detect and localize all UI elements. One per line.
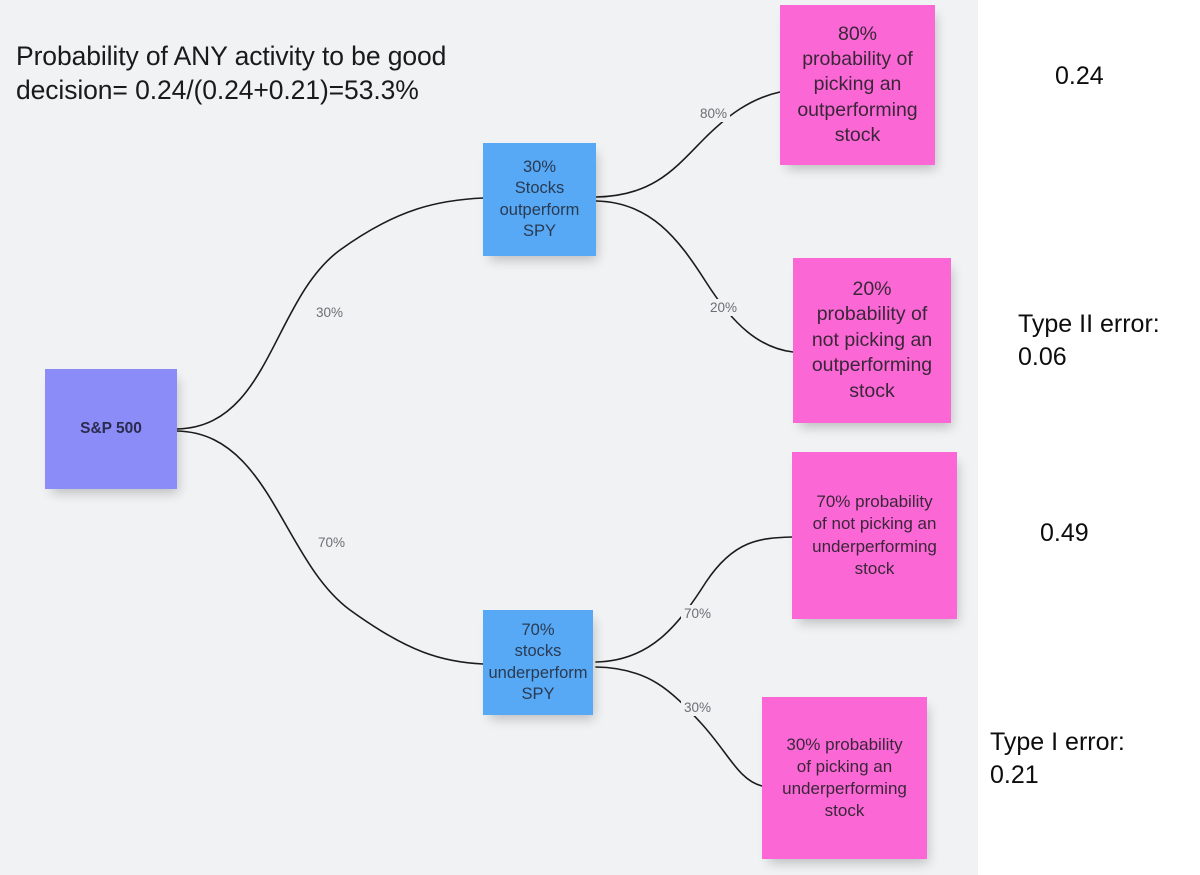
edge-mid-upper-to-leaf-2 <box>595 200 794 353</box>
node-leaf-pick-outperforming[interactable]: 80% probability of picking an outperform… <box>780 5 935 165</box>
node-leaf-miss-outperforming[interactable]: 20% probability of not picking an outper… <box>793 258 951 423</box>
edge-label-mid-lower-to-leaf-3: 70% <box>681 605 715 622</box>
edge-mid-upper-to-leaf-1 <box>595 91 781 198</box>
node-stocks-underperform-label: 70% stocks underperform SPY <box>488 620 588 703</box>
annotation-outcome-1: 0.24 <box>1055 62 1104 90</box>
node-leaf-avoid-underperforming[interactable]: 70% probability of not picking an underp… <box>792 452 957 619</box>
node-stocks-outperform-label: 30% Stocks outperform SPY <box>499 157 580 240</box>
edge-layer <box>176 91 794 787</box>
edge-label-mid-lower-to-leaf-4: 30% <box>681 699 715 716</box>
node-stocks-underperform[interactable]: 70% stocks underperform SPY <box>483 610 593 715</box>
node-leaf-pick-outperforming-label: 80% probability of picking an outperform… <box>797 22 918 147</box>
node-leaf-miss-outperforming-label: 20% probability of not picking an outper… <box>811 278 933 402</box>
edge-root-to-mid-upper <box>176 197 484 430</box>
annotation-outcome-2: Type II error: 0.06 <box>1018 310 1160 371</box>
edge-root-to-mid-lower <box>176 430 484 665</box>
node-leaf-pick-underperforming-label: 30% probability of picking an underperfo… <box>782 734 907 821</box>
annotation-outcome-4: Type I error: 0.21 <box>990 728 1125 789</box>
edge-label-mid-upper-to-leaf-2: 20% <box>707 299 741 316</box>
edge-label-root-to-mid-upper: 30% <box>313 304 347 321</box>
edge-mid-lower-to-leaf-3 <box>595 536 793 663</box>
node-leaf-avoid-underperforming-label: 70% probability of not picking an underp… <box>812 492 937 578</box>
page-title: Probability of ANY activity to be good d… <box>16 41 447 105</box>
edge-label-mid-upper-to-leaf-1: 80% <box>697 105 731 122</box>
annotation-outcome-3: 0.49 <box>1040 519 1089 547</box>
node-stocks-outperform[interactable]: 30% Stocks outperform SPY <box>483 143 596 256</box>
node-root-sp500[interactable]: S&P 500 <box>45 369 177 489</box>
node-leaf-pick-underperforming[interactable]: 30% probability of picking an underperfo… <box>762 697 927 859</box>
edge-mid-lower-to-leaf-4 <box>595 666 763 787</box>
node-root-label: S&P 500 <box>80 420 142 438</box>
edge-label-root-to-mid-lower: 70% <box>315 534 349 551</box>
